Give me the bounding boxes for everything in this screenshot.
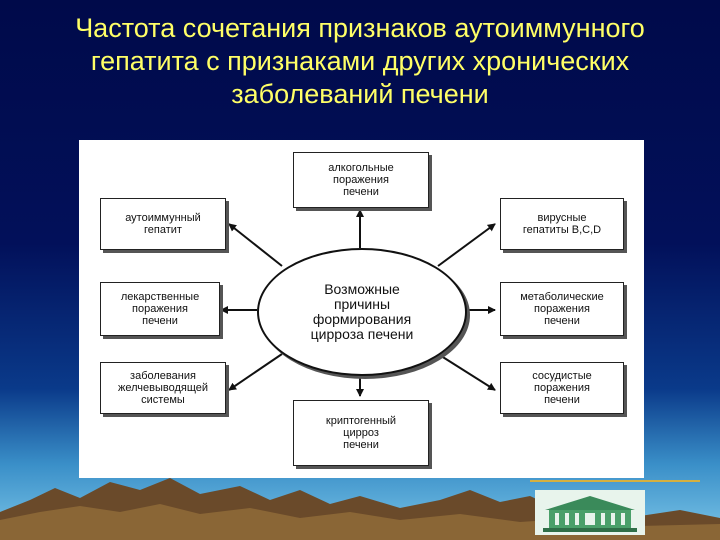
box-biliary: заболевания желчевыводящей системы (100, 362, 226, 414)
box-metabolic-line-2: поражения (534, 303, 590, 315)
box-alcoholic-line-1: алкогольные (328, 162, 394, 174)
box-metabolic: метаболические поражения печени (500, 282, 624, 336)
box-alcoholic-line-2: поражения (333, 174, 389, 186)
gold-divider (530, 480, 700, 482)
box-vascular-line-3: печени (544, 394, 580, 406)
building-logo (535, 490, 645, 535)
box-viral-line-2: гепатиты В,С,D (522, 224, 602, 236)
box-alcoholic: алкогольные поражения печени (293, 152, 429, 208)
diagram-arrows (220, 209, 496, 397)
box-viral-line-1: вирусные (537, 212, 587, 224)
box-vascular: сосудистые поражения печени (500, 362, 624, 414)
slide-title: Частота сочетания признаков аутоиммунног… (20, 12, 700, 111)
box-drug-line-3: печени (142, 315, 178, 327)
box-metabolic-line-1: метаболические (520, 291, 604, 303)
arrow-to-left-bottom (228, 353, 283, 391)
center-line-2: причины (333, 296, 391, 312)
title-line-2: гепатита с признаками других хронических (90, 46, 630, 76)
box-drug-line-2: поражения (132, 303, 188, 315)
box-cryptogenic-line-3: печени (343, 439, 379, 451)
box-vascular-line-2: поражения (534, 382, 590, 394)
box-metabolic-line-3: печени (544, 315, 580, 327)
title-line-3: заболеваний печени (231, 79, 489, 109)
box-autoimmune: аутоиммунный гепатит (100, 198, 226, 250)
arrow-to-left-top (228, 223, 283, 267)
box-cryptogenic-line-1: криптогенный (325, 415, 397, 427)
box-cryptogenic: криптогенный цирроз печени (293, 400, 429, 466)
center-line-4: цирроза печени (310, 326, 414, 342)
box-drug: лекарственные поражения печени (100, 282, 220, 336)
box-drug-line-1: лекарственные (120, 291, 200, 303)
box-autoimmune-line-1: аутоиммунный (125, 212, 201, 224)
box-alcoholic-line-3: печени (343, 186, 379, 198)
center-line-1: Возможные (324, 281, 400, 297)
title-line-1: Частота сочетания признаков аутоиммунног… (75, 13, 645, 43)
box-biliary-line-1: заболевания (130, 370, 196, 382)
arrow-to-right-bottom (437, 353, 496, 391)
arrow-to-right-top (437, 223, 496, 267)
box-autoimmune-line-2: гепатит (144, 224, 182, 236)
box-biliary-line-3: системы (141, 394, 185, 406)
box-cryptogenic-line-2: цирроз (343, 427, 379, 439)
box-biliary-line-2: желчевыводящей (117, 382, 209, 394)
box-viral: вирусные гепатиты В,С,D (500, 198, 624, 250)
diagram-panel: алкогольные поражения печени аутоиммунны… (79, 140, 644, 478)
center-ellipse: Возможные причины формирования цирроза п… (257, 248, 467, 376)
box-vascular-line-1: сосудистые (532, 370, 592, 382)
center-line-3: формирования (312, 311, 412, 327)
